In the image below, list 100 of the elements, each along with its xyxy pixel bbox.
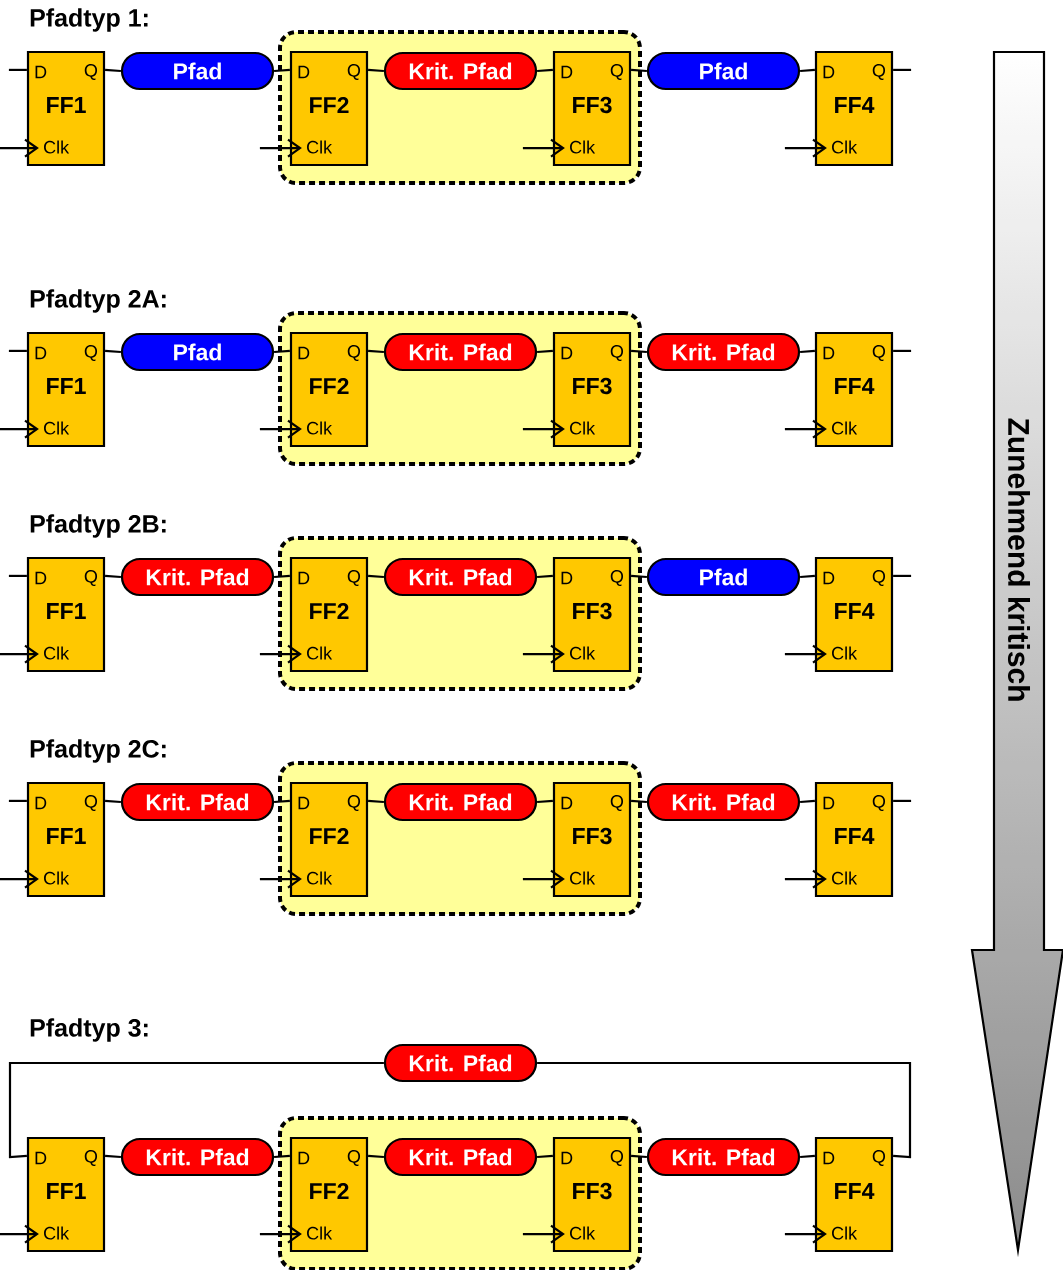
wire bbox=[368, 799, 384, 804]
wire bbox=[784, 419, 827, 439]
path-pill: Krit. Pfad bbox=[646, 782, 801, 822]
wire bbox=[274, 68, 290, 73]
wire bbox=[274, 349, 290, 354]
flip-flop-box: D Q FF1 Clk bbox=[26, 781, 106, 898]
flip-flop-box: D Q FF4 Clk bbox=[814, 331, 894, 448]
path-pill: Krit. Pfad bbox=[646, 332, 801, 372]
arrow-label: Zunehmend kritisch bbox=[1008, 418, 1030, 701]
wire bbox=[8, 349, 27, 352]
wire bbox=[274, 1154, 290, 1159]
flip-flop-box: D Q FF1 Clk bbox=[26, 1136, 106, 1253]
wire bbox=[522, 419, 565, 439]
path-pill: Pfad bbox=[646, 51, 801, 91]
flip-flop-box: D Q FF2 Clk bbox=[289, 556, 369, 673]
wire bbox=[0, 869, 39, 889]
path-pill: Pfad bbox=[120, 332, 275, 372]
flip-flop-box: D Q FF3 Clk bbox=[552, 50, 632, 167]
flip-flop-box: D Q FF4 Clk bbox=[814, 781, 894, 898]
wire bbox=[274, 574, 290, 579]
wire bbox=[0, 644, 39, 664]
wire bbox=[537, 799, 553, 804]
wire bbox=[368, 574, 384, 579]
wire bbox=[368, 349, 384, 354]
wire bbox=[522, 138, 565, 158]
wire bbox=[537, 1061, 912, 1159]
wire bbox=[105, 68, 121, 73]
wire bbox=[537, 349, 553, 354]
wire bbox=[259, 644, 302, 664]
path-pill: Krit. Pfad bbox=[383, 51, 538, 91]
wire bbox=[800, 799, 815, 804]
path-pill: Krit. Pfad bbox=[646, 1137, 801, 1177]
wire bbox=[259, 138, 302, 158]
wire bbox=[631, 349, 647, 354]
row-heading: Pfadtyp 1: bbox=[30, 8, 148, 32]
wire bbox=[368, 1154, 384, 1159]
wire bbox=[537, 68, 553, 73]
path-pill: Krit. Pfad bbox=[383, 332, 538, 372]
wire bbox=[537, 1154, 553, 1159]
wire bbox=[522, 869, 565, 889]
flip-flop-box: D Q FF3 Clk bbox=[552, 556, 632, 673]
wire bbox=[274, 799, 290, 804]
flip-flop-box: D Q FF1 Clk bbox=[26, 556, 106, 673]
row-heading: Pfadtyp 2A: bbox=[30, 289, 166, 313]
row-heading: Pfadtyp 3: bbox=[30, 1018, 148, 1042]
wire bbox=[8, 1061, 384, 1159]
wire bbox=[259, 1224, 302, 1244]
wire bbox=[631, 799, 647, 804]
wire bbox=[259, 869, 302, 889]
path-pill: Krit. Pfad bbox=[383, 557, 538, 597]
wire bbox=[0, 138, 39, 158]
path-pill: Krit. Pfad bbox=[383, 782, 538, 822]
wire bbox=[8, 574, 27, 577]
wire bbox=[537, 574, 553, 579]
wire bbox=[893, 349, 912, 352]
flip-flop-box: D Q FF3 Clk bbox=[552, 781, 632, 898]
path-pill: Krit. Pfad bbox=[120, 1137, 275, 1177]
path-pill: Krit. Pfad bbox=[383, 1043, 538, 1083]
wire bbox=[8, 68, 27, 71]
wire bbox=[631, 68, 647, 73]
path-pill: Krit. Pfad bbox=[383, 1137, 538, 1177]
wire bbox=[784, 644, 827, 664]
wire bbox=[800, 1154, 815, 1159]
flip-flop-box: D Q FF3 Clk bbox=[552, 1136, 632, 1253]
row-heading: Pfadtyp 2B: bbox=[30, 514, 166, 538]
wire bbox=[800, 349, 815, 354]
wire bbox=[368, 68, 384, 73]
flip-flop-box: D Q FF2 Clk bbox=[289, 331, 369, 448]
wire bbox=[105, 349, 121, 354]
wire bbox=[893, 574, 912, 577]
wire bbox=[522, 1224, 565, 1244]
wire bbox=[784, 869, 827, 889]
wire bbox=[8, 799, 27, 802]
wire bbox=[631, 574, 647, 579]
wire bbox=[800, 574, 815, 579]
flip-flop-box: D Q FF1 Clk bbox=[26, 331, 106, 448]
path-pill: Pfad bbox=[120, 51, 275, 91]
flip-flop-box: D Q FF4 Clk bbox=[814, 50, 894, 167]
row-heading: Pfadtyp 2C: bbox=[30, 739, 166, 763]
wire bbox=[893, 799, 912, 802]
wire bbox=[0, 1224, 39, 1244]
wire bbox=[893, 68, 912, 71]
flip-flop-box: D Q FF4 Clk bbox=[814, 556, 894, 673]
flip-flop-box: D Q FF3 Clk bbox=[552, 331, 632, 448]
wire bbox=[105, 1154, 121, 1159]
wire bbox=[800, 68, 815, 73]
flip-flop-box: D Q FF4 Clk bbox=[814, 1136, 894, 1253]
flip-flop-box: D Q FF2 Clk bbox=[289, 781, 369, 898]
wire bbox=[784, 138, 827, 158]
wire bbox=[105, 574, 121, 579]
wire bbox=[259, 419, 302, 439]
path-pill: Krit. Pfad bbox=[120, 557, 275, 597]
wire bbox=[631, 1154, 647, 1159]
wire bbox=[105, 799, 121, 804]
flip-flop-box: D Q FF2 Clk bbox=[289, 1136, 369, 1253]
flip-flop-box: D Q FF1 Clk bbox=[26, 50, 106, 167]
path-pill: Krit. Pfad bbox=[120, 782, 275, 822]
flip-flop-box: D Q FF2 Clk bbox=[289, 50, 369, 167]
wire bbox=[784, 1224, 827, 1244]
wire bbox=[522, 644, 565, 664]
